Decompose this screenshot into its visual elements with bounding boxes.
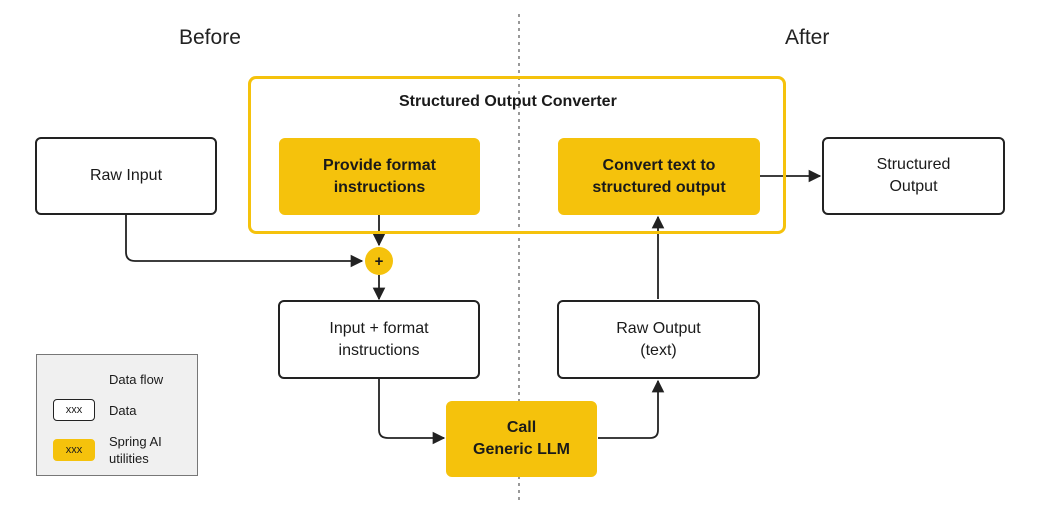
convert-text-node: Convert text to structured output — [558, 138, 760, 215]
raw-output-node: Raw Output (text) — [557, 300, 760, 379]
input-format-instructions-node: Input + format instructions — [278, 300, 480, 379]
heading-before: Before — [179, 26, 241, 49]
legend-data: xxx Data — [53, 399, 136, 421]
legend-spring-ai: xxx Spring AI utilities — [53, 433, 162, 467]
raw-input-node: Raw Input — [35, 137, 217, 215]
legend-data-swatch: xxx — [53, 399, 95, 421]
combine-plus-icon: + — [365, 247, 393, 275]
flow-llm-to-raw-output — [598, 379, 665, 439]
legend-data-flow: Data flow — [109, 372, 163, 387]
flow-raw-input-to-plus — [125, 215, 364, 268]
legend-data-label: Data — [109, 402, 137, 418]
legend: Data flow xxx Data xxx Spring AI utiliti… — [36, 354, 198, 476]
structured-output-node: Structured Output — [822, 137, 1005, 215]
legend-spring-ai-label: Spring AI utilities — [109, 434, 162, 466]
container-title: Structured Output Converter — [399, 93, 617, 110]
call-generic-llm-node: Call Generic LLM — [446, 401, 597, 477]
flow-input-format-to-llm — [378, 379, 446, 445]
legend-util-swatch: xxx — [53, 439, 95, 461]
legend-data-flow-label: Data flow — [109, 372, 164, 387]
heading-after: After — [785, 26, 830, 49]
structured-output-converter-container — [248, 76, 786, 234]
provide-format-instructions-node: Provide format instructions — [279, 138, 480, 215]
